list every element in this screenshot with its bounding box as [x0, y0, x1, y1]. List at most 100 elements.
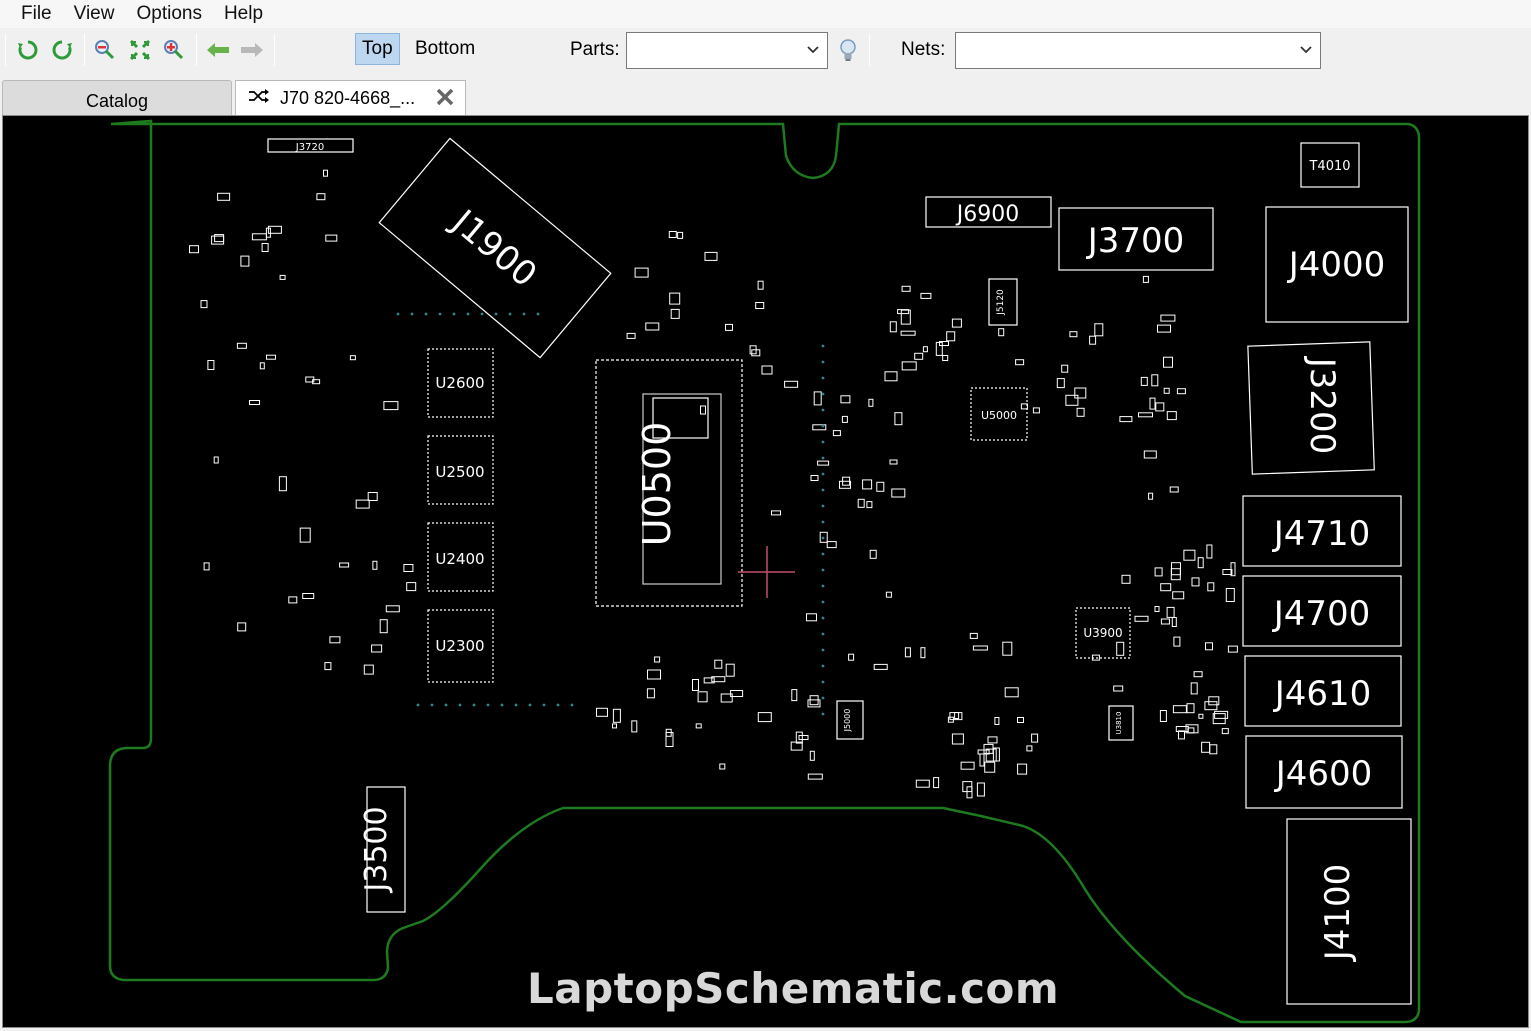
via: [821, 584, 825, 588]
via: [821, 600, 825, 604]
smd-component: [1140, 376, 1148, 386]
menu-view[interactable]: View: [73, 3, 115, 24]
label-j4600: J4600: [1274, 754, 1373, 794]
nets-combobox[interactable]: [955, 32, 1321, 69]
smd-component: [1201, 741, 1211, 753]
via: [486, 703, 490, 707]
smd-component: [207, 360, 215, 370]
smd-component: [889, 459, 898, 465]
smd-component: [363, 664, 374, 675]
smd-component: [795, 731, 803, 744]
via: [821, 440, 825, 444]
parts-combobox[interactable]: [626, 32, 828, 69]
smd-component: [1026, 745, 1033, 752]
zoom-out-icon[interactable]: [91, 36, 119, 64]
watermark: LaptopSchematic.com: [527, 964, 1060, 1013]
via: [458, 703, 462, 707]
smd-component: [730, 690, 744, 697]
smd-component: [901, 361, 917, 371]
tab-bar: Catalog J70 820-4668_...: [0, 74, 1531, 116]
back-arrow-icon[interactable]: [204, 36, 232, 64]
smd-component: [695, 723, 702, 729]
forward-arrow-icon[interactable]: [238, 36, 266, 64]
smd-component: [897, 309, 910, 315]
via: [494, 312, 498, 316]
smd-component: [904, 647, 911, 658]
smd-component: [612, 708, 621, 723]
smd-component: [1173, 636, 1181, 647]
smd-component: [1176, 388, 1186, 395]
menu-help[interactable]: Help: [223, 3, 264, 24]
rotate-right-icon[interactable]: [48, 36, 76, 64]
label-j1900: J1900: [443, 201, 544, 295]
smd-component: [237, 622, 247, 632]
via: [466, 312, 470, 316]
smd-component: [1074, 387, 1087, 399]
side-top-toggle[interactable]: Top: [355, 33, 400, 65]
via: [821, 632, 825, 636]
label-j3500: J3500: [359, 806, 394, 893]
via: [556, 703, 560, 707]
close-icon[interactable]: [435, 87, 455, 112]
smd-component: [259, 362, 265, 370]
smd-component: [915, 779, 930, 788]
smd-component: [1143, 450, 1157, 459]
via: [821, 664, 825, 668]
smd-component: [1166, 411, 1177, 421]
via: [514, 703, 518, 707]
via: [821, 344, 825, 348]
smd-component: [994, 717, 1000, 725]
tab-catalog[interactable]: Catalog: [2, 80, 232, 116]
zoom-fit-icon[interactable]: [126, 36, 154, 64]
chevron-down-icon: [805, 41, 821, 62]
smd-component: [1076, 407, 1085, 417]
zoom-in-icon[interactable]: [160, 36, 188, 64]
via: [410, 312, 414, 316]
smd-component: [1207, 582, 1215, 592]
smd-component: [372, 560, 378, 570]
menu-file[interactable]: File: [21, 3, 52, 24]
via: [570, 703, 574, 707]
smd-component: [869, 549, 877, 559]
smd-component: [1119, 416, 1133, 423]
smd-component: [1142, 275, 1149, 283]
smd-component: [1198, 713, 1204, 719]
smd-component: [279, 274, 286, 280]
via: [821, 616, 825, 620]
smd-component: [951, 733, 964, 745]
smd-component: [954, 712, 960, 719]
smd-component: [812, 424, 827, 431]
smd-component: [251, 233, 267, 241]
via: [821, 504, 825, 508]
board-canvas[interactable]: J1900 J3720 J6900 J3700 T4010 J4000 J512…: [2, 115, 1529, 1028]
smd-component: [1171, 617, 1177, 627]
smd-component: [998, 328, 1005, 337]
rotate-left-icon[interactable]: [14, 36, 42, 64]
smd-component: [791, 689, 798, 702]
label-j3720: J3720: [295, 142, 324, 153]
label-j3700: J3700: [1086, 221, 1185, 261]
smd-component: [784, 380, 799, 388]
smd-component: [1214, 710, 1229, 719]
lightbulb-icon[interactable]: [834, 36, 862, 64]
smd-component: [1160, 583, 1172, 592]
tab-catalog-label: Catalog: [85, 91, 149, 111]
tab-document[interactable]: J70 820-4668_...: [235, 80, 466, 116]
smd-component: [1163, 387, 1170, 394]
smd-component: [203, 562, 210, 571]
side-bottom-toggle[interactable]: Bottom: [415, 38, 476, 59]
smd-component: [383, 401, 399, 411]
smd-component: [1190, 682, 1198, 695]
small-components: [189, 169, 1238, 799]
smd-component: [1017, 763, 1028, 775]
smd-component: [979, 753, 985, 767]
smd-component: [249, 400, 260, 405]
smd-component: [711, 676, 726, 683]
smd-component: [240, 255, 250, 267]
smd-component: [325, 234, 338, 242]
via: [416, 703, 420, 707]
smd-component: [984, 761, 996, 773]
menu-options[interactable]: Options: [136, 3, 202, 24]
label-j3200: J3200: [1302, 356, 1342, 455]
smd-component: [1020, 403, 1028, 410]
